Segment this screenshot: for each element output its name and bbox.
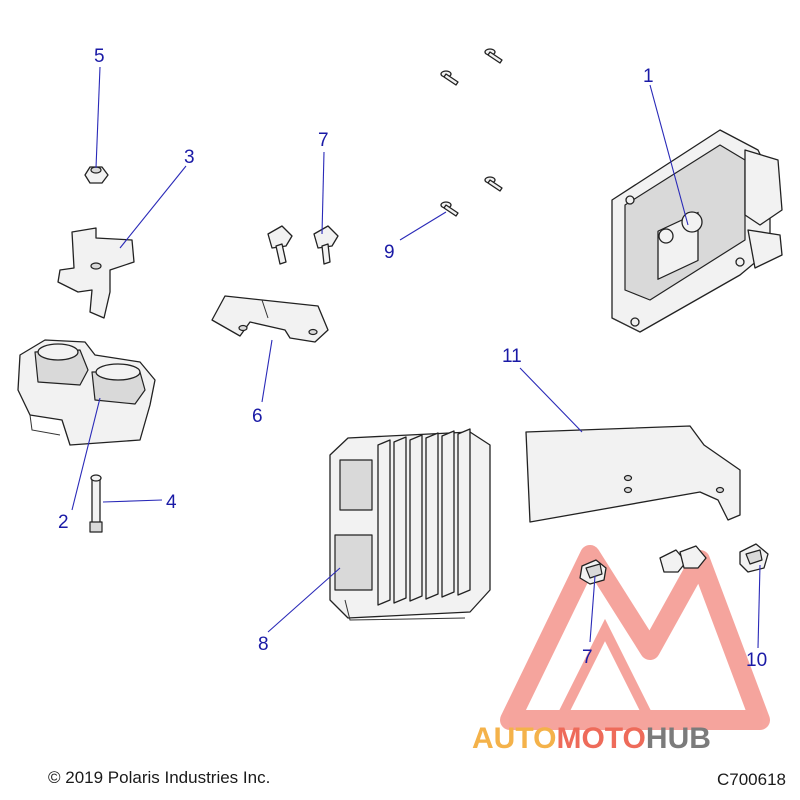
nut	[84, 166, 109, 184]
callout-4: 4	[166, 492, 177, 513]
callout-2: 2	[58, 512, 69, 533]
long-bolt	[89, 474, 103, 533]
bolt-7-upper	[267, 225, 339, 265]
callout-11: 11	[502, 346, 522, 367]
callout-1: 1	[643, 66, 654, 87]
callout-6: 6	[252, 406, 263, 427]
screw-9-set	[440, 48, 503, 217]
callout-5: 5	[94, 46, 105, 67]
watermark-word-auto: AUTO	[472, 722, 556, 755]
ignition-coil	[17, 339, 156, 446]
watermark-wordmark: AUTOMOTOHUB	[472, 722, 711, 755]
callout-7-lower: 7	[582, 647, 593, 668]
callout-10: 10	[746, 650, 767, 671]
copyright-notice: © 2019 Polaris Industries Inc.	[48, 768, 271, 787]
bolt-7-lower	[579, 559, 607, 585]
watermark-word-hub: HUB	[646, 722, 711, 755]
coil-bracket	[57, 227, 135, 319]
callout-9: 9	[384, 242, 395, 263]
callout-7-upper: 7	[318, 130, 329, 151]
bolt-10	[739, 543, 769, 573]
watermark-word-moto: MOTO	[556, 722, 645, 755]
voltage-regulator	[329, 428, 491, 621]
callout-3: 3	[184, 147, 195, 168]
callout-8: 8	[258, 634, 269, 655]
leader-lines	[71, 66, 761, 649]
mounting-bracket	[525, 425, 741, 523]
ecu-module	[611, 129, 783, 333]
bolt-pair	[659, 545, 707, 573]
bracket-6	[211, 295, 329, 343]
watermark-logo	[500, 545, 770, 730]
diagram-code: C700618	[716, 770, 786, 789]
